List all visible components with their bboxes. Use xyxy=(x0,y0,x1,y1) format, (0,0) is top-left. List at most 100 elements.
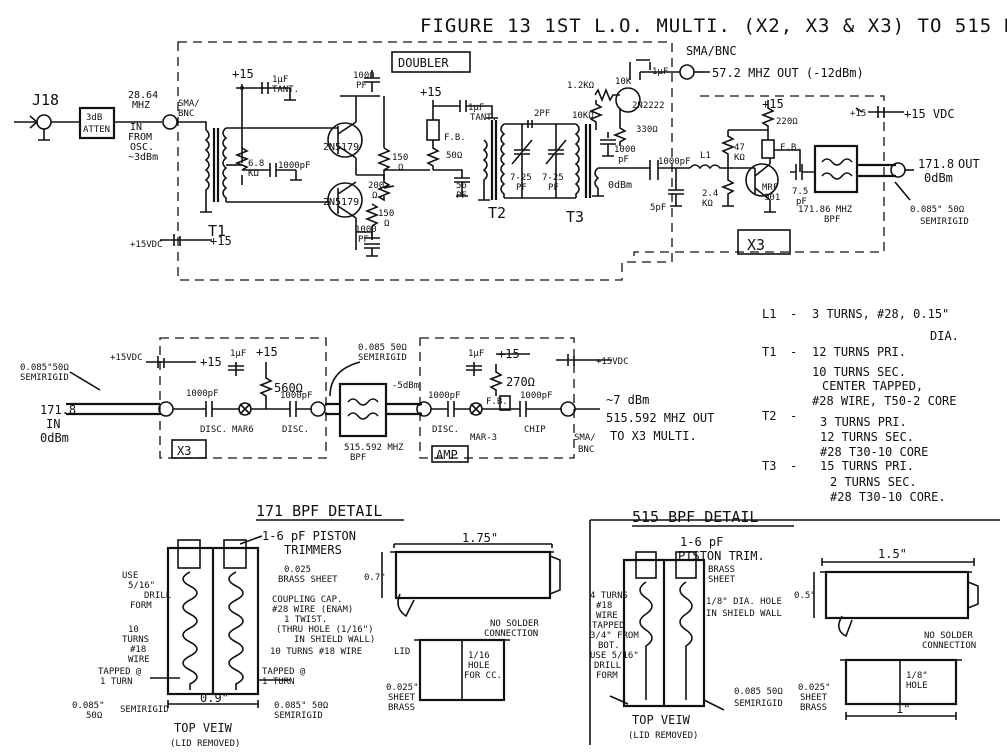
tap-r12k: 1.2KΩ xyxy=(567,81,594,91)
r200-unit: Ω xyxy=(372,191,377,201)
tap-r10k-a: 10K xyxy=(615,77,632,87)
d515-turns-3: WIRE xyxy=(596,611,618,621)
x3-section: X3 1000pF L1 5pF 47 KΩ 2.4 KΩ MRF 901 +1… xyxy=(633,95,980,262)
tap-connector-icon xyxy=(679,64,695,80)
stage2-coax-type: SEMIRIGID xyxy=(358,353,407,363)
stage2-x3-enclosure xyxy=(159,337,327,459)
t2-primary-icon xyxy=(482,139,488,190)
c1000-top-unit: PF xyxy=(356,81,367,91)
coil-table: L1 - 3 TURNS, #28, 0.15" DIA. T1 - 12 TU… xyxy=(762,307,959,504)
d171-nosolder-1: NO SOLDER xyxy=(490,619,539,629)
stage2-r560: 560Ω xyxy=(274,381,303,395)
coil-l1-line2: DIA. xyxy=(930,329,959,343)
d171-coupling-1: COUPLING CAP. xyxy=(272,595,342,605)
bpf-171-freq: 171.86 MHZ xyxy=(798,205,853,215)
r47k-unit: KΩ xyxy=(734,153,745,163)
stage2-c1uf-b: 1µF xyxy=(468,349,484,359)
coil-t1-dash: - xyxy=(790,345,797,359)
d515-end-view-icon xyxy=(844,658,958,706)
r200-pot-icon xyxy=(376,180,395,202)
j18-connector-icon xyxy=(36,114,52,130)
d171-nosolder-2: CONNECTION xyxy=(484,629,538,639)
d171-coupling-3: 1 TWIST. xyxy=(284,615,327,625)
coil-l1-dash: - xyxy=(790,307,797,321)
x3-enclosure xyxy=(633,95,885,262)
d171-trimmers-2: TRIMMERS xyxy=(284,543,342,557)
d171-width: 0.9" xyxy=(200,691,229,705)
stage2-bnc-label: BNC xyxy=(578,445,594,455)
tap-r10k-b: 10KΩ xyxy=(572,111,594,121)
stage2-vdc-a: +15VDC xyxy=(110,353,143,363)
r68-value: 6.8 xyxy=(248,159,264,169)
c2pf-label: 2PF xyxy=(534,109,550,119)
r200-value: 200 xyxy=(368,181,384,191)
trimmer2-icon xyxy=(545,124,567,198)
trim2-unit: PF xyxy=(548,183,559,193)
stage2-amp-label: AMP xyxy=(436,448,458,462)
stage2-amp-in-connector-icon xyxy=(416,401,432,417)
stage2-c1000a-value: 1000pF xyxy=(186,389,219,399)
d171-coupling-4: (THRU HOLE (1/16") xyxy=(276,625,374,635)
c1000-bot-value: 1000 xyxy=(355,225,377,235)
x3-c5pf: 5pF xyxy=(650,203,666,213)
d171-tapr-2: 1 TURN xyxy=(262,677,295,687)
t3-secondary-icon xyxy=(594,167,600,189)
d171-title: 171 BPF DETAIL xyxy=(256,502,382,520)
q3-transistor-icon xyxy=(615,87,641,113)
mar6-label: MAR6 xyxy=(232,425,254,435)
doubler-label: DOUBLER xyxy=(398,56,449,70)
coil-t1-line3: CENTER TAPPED, xyxy=(822,379,923,393)
bpf171-detail: 171 BPF DETAIL 1-6 pF PISTON TRIMMERS 0.… xyxy=(72,502,561,749)
mar3-label: MAR-3 xyxy=(470,433,497,443)
d171-trimmers-1: 1-6 pF PISTON xyxy=(262,529,356,543)
input-freq: 28.64 xyxy=(128,90,158,101)
d171-hole-2: HOLE xyxy=(468,661,490,671)
d171-trimmer-right-icon xyxy=(223,539,247,569)
r150a-value: 150 xyxy=(392,153,408,163)
plus15-doubler: +15 xyxy=(232,67,254,81)
coil-t1-line2: 10 TURNS SEC. xyxy=(812,365,906,379)
atten-label-1: 3dB xyxy=(86,113,102,123)
r68k-icon xyxy=(234,147,250,171)
tap-r330: 330Ω xyxy=(636,125,658,135)
d171-side-view-icon xyxy=(394,550,552,600)
input-unit: MHZ xyxy=(132,100,150,111)
t1-primary-icon xyxy=(204,129,210,200)
d515-hole-1: 1/8" DIA. HOLE xyxy=(706,597,782,607)
d171-sheet-2: SHEET xyxy=(388,693,416,703)
trim1-unit: PF xyxy=(516,183,527,193)
d171-brass-2: BRASS SHEET xyxy=(278,575,338,585)
d171-brass-1: 0.025 xyxy=(284,565,311,575)
d515-hole-small-2: HOLE xyxy=(906,681,928,691)
d515-sheet-2: SHEET xyxy=(800,693,828,703)
stage2-x3-label: X3 xyxy=(177,444,191,458)
stage2-out-freq: 515.592 MHZ OUT xyxy=(606,411,714,425)
d515-turns-8: DRILL xyxy=(594,661,621,671)
r24k-unit: KΩ xyxy=(702,199,713,209)
x3-vdc: +15 VDC xyxy=(904,107,955,121)
d171-trimmer-left-icon xyxy=(177,539,201,569)
t1-label: T1 xyxy=(208,222,226,240)
d171-topview-2: (LID REMOVED) xyxy=(170,739,240,749)
stage2-r270: 270Ω xyxy=(506,375,535,389)
c1000-bot-unit: PF xyxy=(358,235,369,245)
d171-coil-right-icon xyxy=(228,571,244,690)
d171-hole-3: FOR CC. xyxy=(464,671,502,681)
c75-value: 7.5 xyxy=(792,187,808,197)
d171-topview-1: TOP VEIW xyxy=(174,721,233,735)
stage2-c1000b-value: 1000pF xyxy=(280,391,313,401)
coil-t3-ref: T3 xyxy=(762,459,776,473)
d515-sheet-3: BRASS xyxy=(800,703,827,713)
d515-brass-2: SHEET xyxy=(708,575,736,585)
bpf-515-freq: 515.592 MHZ xyxy=(344,443,404,453)
coil-t3-line1: 15 TURNS PRI. xyxy=(820,459,914,473)
x3-r220: 220Ω xyxy=(776,117,798,127)
x3-fb-icon xyxy=(761,139,775,159)
d515-topview-2: (LID REMOVED) xyxy=(628,731,698,741)
d171-hole-1: 1/16 xyxy=(468,651,490,661)
stage2-in-label: IN xyxy=(46,417,60,431)
r50-label: 50Ω xyxy=(446,151,462,161)
x3-out-connector-icon xyxy=(890,162,906,178)
stage2-sma-label: SMA/ xyxy=(574,433,596,443)
vcc-label: +15VDC xyxy=(130,240,163,250)
